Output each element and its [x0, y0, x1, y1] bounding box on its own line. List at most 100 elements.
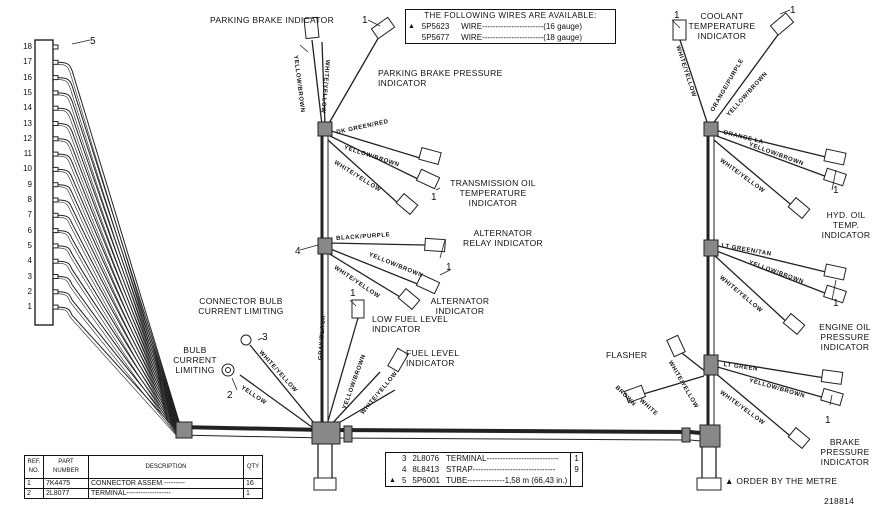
connector-wire [57, 123, 181, 428]
connector-pin [52, 197, 59, 203]
connector-pin-number: 12 [23, 133, 32, 143]
label-alternator-indicator: ALTERNATOR INDICATOR [430, 296, 490, 316]
branch-bulb [239, 344, 319, 431]
label-bulb-current: BULB CURRENT LIMITING [173, 345, 217, 375]
connector-wire-edge [57, 308, 179, 438]
branch-brake [713, 359, 826, 441]
connector-pin [52, 136, 59, 142]
connector-wire [57, 107, 181, 427]
callout-1-parking: 1 [362, 15, 368, 26]
connector-pin-number: 13 [23, 118, 32, 128]
terminal-engine-1 [823, 263, 847, 281]
strap-center-junction [311, 421, 341, 445]
callout-1-engine: 1 [833, 298, 839, 309]
connector-pin-number: 1 [27, 302, 32, 312]
connector-wire-edge [57, 94, 179, 429]
terminal-brake-1 [820, 369, 844, 385]
branch-transmission [327, 129, 421, 206]
connector-wire [57, 230, 181, 432]
connector-pin [52, 75, 59, 81]
connector-pin [52, 228, 59, 234]
connector-block [34, 39, 54, 326]
strap-right-mid [703, 239, 719, 257]
connector-pin [52, 243, 59, 249]
harness-lines [34, 9, 847, 491]
connector-bulb-ring [240, 334, 252, 346]
connector-pin [52, 274, 59, 279]
label-transmission-oil: TRANSMISSION OIL TEMPERATURE INDICATOR [450, 178, 536, 208]
connector-pin [52, 304, 59, 310]
connector-wire-edge [57, 262, 179, 436]
label-engine-oil: ENGINE OIL PRESSURE INDICATOR [819, 322, 871, 352]
tube-center [317, 440, 333, 478]
connector-pin [52, 59, 59, 65]
parts-table-right: 3 2L8076 TERMINAL-----------------------… [385, 452, 583, 487]
connector-wire-fan [52, 44, 181, 438]
label-connector-bulb: CONNECTOR BULB CURRENT LIMITING [198, 296, 284, 316]
connector-wire-edge [57, 186, 179, 433]
connector-pin-number: 7 [27, 210, 32, 220]
connector-wire-edge [57, 155, 179, 432]
parts-table-left: REF. NO. PART NUMBER DESCRIPTION QTY 1 7… [24, 455, 263, 499]
label-parking-brake-pressure: PARKING BRAKE PRESSURE INDICATOR [378, 68, 503, 88]
connector-wire [57, 260, 181, 433]
terminal-trans-2 [415, 168, 441, 190]
connector-pin-number: 16 [23, 72, 32, 82]
tube-end-center [313, 477, 337, 491]
connector-pin-number: 8 [27, 195, 32, 204]
strap-right-of-center [343, 425, 353, 443]
callout-3-terminal: 3 [262, 332, 268, 343]
branch-parking [311, 34, 381, 126]
parts-table-row: ▲ 5 5P6001 TUBE--------------1,58 m (66,… [386, 475, 583, 487]
connector-wire-edge [57, 232, 179, 435]
callout-4-strap: 4 [295, 246, 301, 257]
connector-pin [52, 121, 59, 126]
label-coolant: COOLANT TEMPERATURE INDICATOR [688, 11, 756, 41]
connector-pin [52, 151, 59, 157]
connector-wire-edge [57, 217, 179, 434]
connector-wire-edge [57, 109, 179, 430]
connector-wire-edge [57, 278, 179, 437]
callout-1-lowfuel: 1 [350, 288, 356, 299]
label-hyd-oil: HYD. OIL TEMP. INDICATOR [821, 210, 871, 240]
parts-table-row: 2 2L8077 TERMINAL------------------- 1 [24, 488, 263, 499]
connector-wire [57, 61, 181, 425]
connector-pin [52, 105, 59, 111]
terminal-flasher-2 [623, 384, 647, 404]
strap-near-right [681, 427, 691, 443]
connector-wire-edge [57, 201, 179, 434]
label-flasher: FLASHER [606, 350, 648, 360]
terminal-hyd-1 [823, 148, 847, 166]
connector-wire [57, 214, 181, 431]
connector-pin [52, 44, 59, 50]
strap-right-low [703, 354, 719, 376]
connector-wire-edge [57, 171, 179, 432]
branch-alternator [327, 242, 426, 301]
connector-wire [57, 276, 181, 434]
connector-pin-number: 14 [23, 103, 32, 113]
connector-pin [52, 212, 59, 218]
callout-1-coolant: 1 [674, 10, 680, 21]
connector-wire [57, 138, 181, 428]
connector-wire-edge [57, 79, 179, 429]
bulb-ring-inner [225, 367, 231, 373]
callout-leaders [71, 9, 837, 406]
terminal-engine-3 [782, 312, 806, 336]
parts-table-row: 4 8L8413 STRAP--------------------------… [386, 464, 583, 475]
available-wire-row: ▲ 5P5623 WIRE-----------------------(16 … [408, 22, 582, 31]
available-wires-header: THE FOLLOWING WIRES ARE AVAILABLE: [424, 11, 597, 20]
available-wire-row: 5P5677 WIRE-----------------------(18 ga… [421, 33, 582, 42]
connector-wire-edge [57, 140, 179, 431]
terminal-brake-3 [787, 426, 811, 450]
callout-1-alt: 1 [446, 262, 452, 273]
callout-1-trans: 1 [431, 192, 437, 203]
connector-wire [57, 199, 181, 431]
connector-pin-number: 2 [27, 286, 32, 296]
connector-pin-number: 18 [23, 42, 32, 51]
connector-pin-number: 3 [27, 271, 32, 281]
branch-fuel [325, 317, 396, 429]
callout-1-brake: 1 [825, 415, 831, 426]
terminal-alt-2 [415, 273, 441, 295]
connector-wire [57, 291, 181, 434]
